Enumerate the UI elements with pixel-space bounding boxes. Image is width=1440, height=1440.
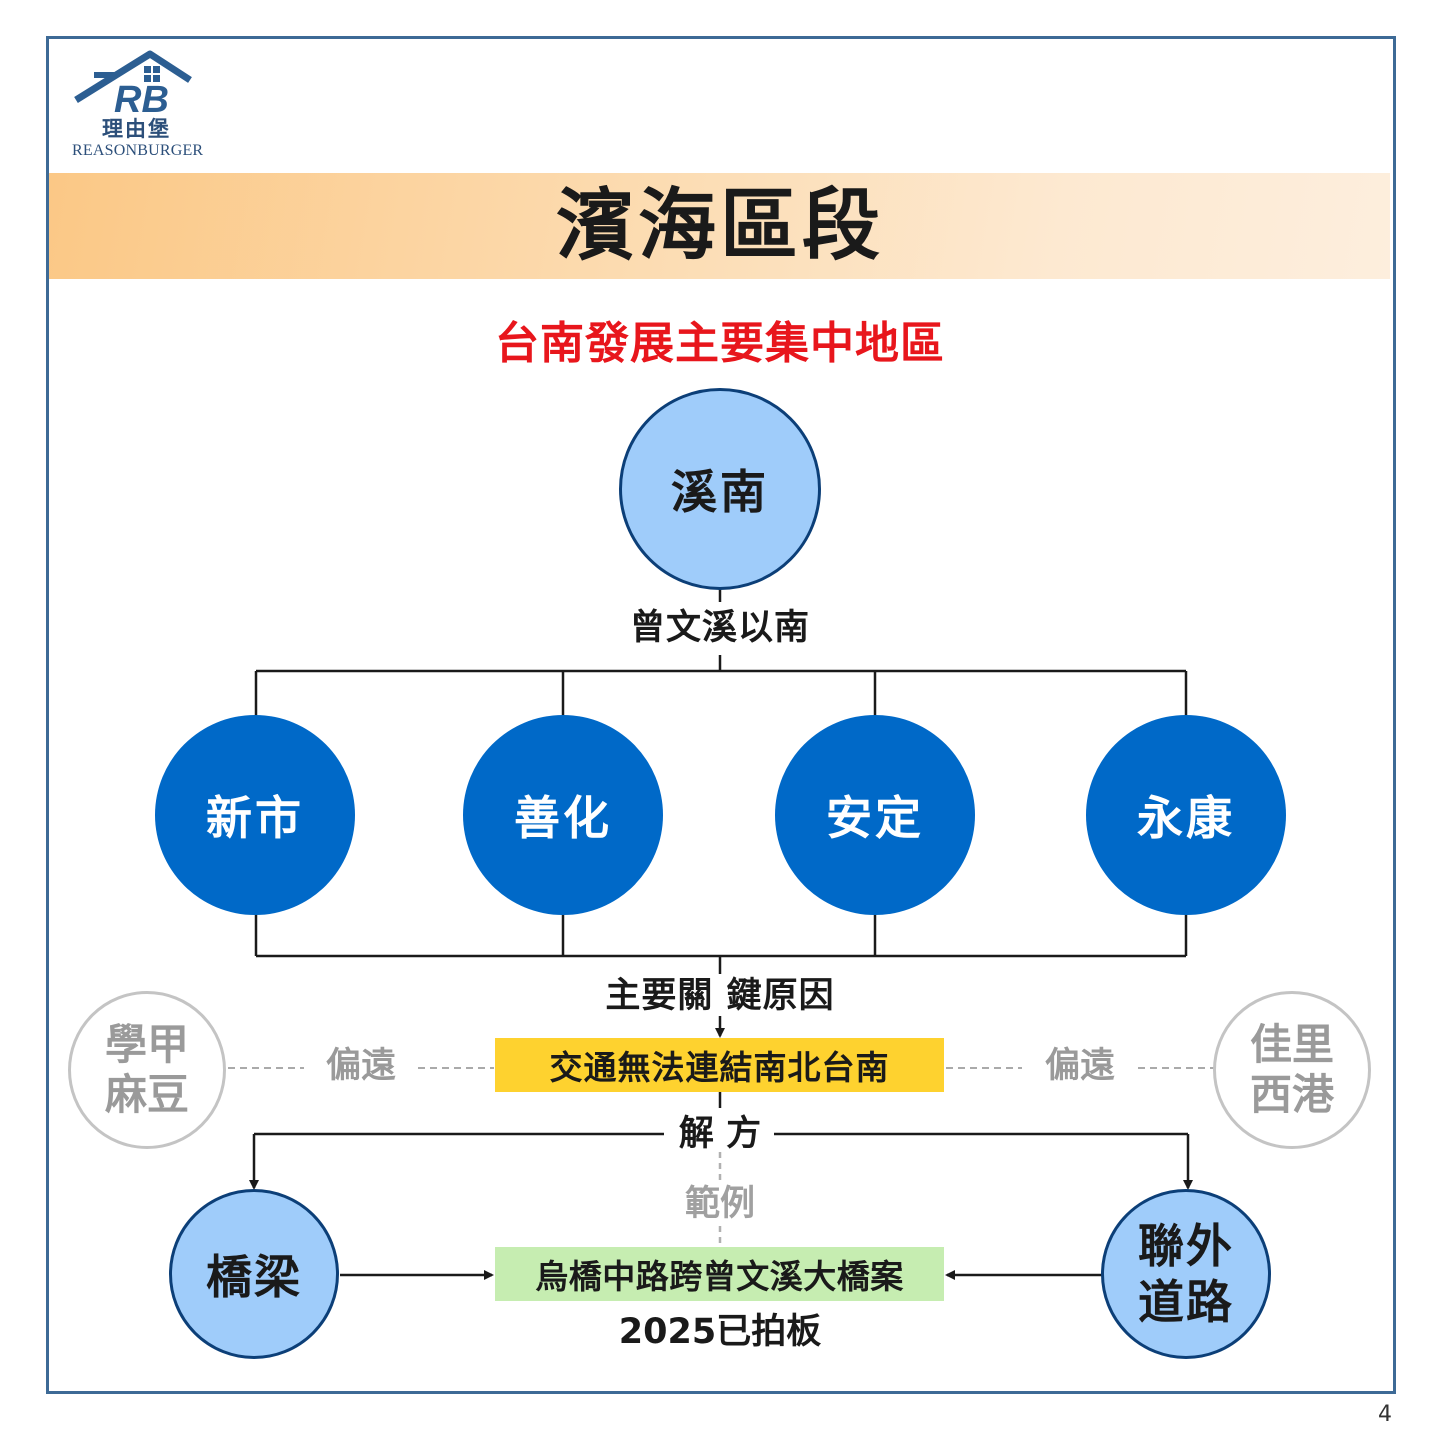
key-reason-label: 主要關 鍵原因 bbox=[605, 976, 835, 1016]
logo-mark: RB bbox=[114, 79, 169, 121]
remote-right-label: 偏遠 bbox=[1044, 1046, 1115, 1086]
node-district-2: 善化 bbox=[463, 715, 663, 915]
node-external-road: 聯外 道路 bbox=[1101, 1189, 1271, 1359]
page-frame bbox=[46, 36, 1396, 1394]
logo-chinese-name: 理由堡 bbox=[102, 116, 171, 141]
road-label-line2: 道路 bbox=[1138, 1275, 1234, 1329]
district-label: 永康 bbox=[1137, 791, 1235, 845]
remote-left-line2: 麻豆 bbox=[104, 1070, 189, 1119]
district-label: 安定 bbox=[826, 791, 924, 845]
problem-box: 交通無法連結南北台南 bbox=[495, 1038, 944, 1092]
remote-left-label: 偏遠 bbox=[325, 1046, 396, 1086]
district-label: 善化 bbox=[514, 791, 612, 845]
project-box: 烏橋中路跨曾文溪大橋案 bbox=[495, 1247, 944, 1301]
node-district-4: 永康 bbox=[1086, 715, 1286, 915]
reasonburger-logo: RB bbox=[74, 50, 192, 121]
page-number: 4 bbox=[1378, 1402, 1392, 1427]
node-bridge: 橋梁 bbox=[169, 1189, 339, 1359]
district-label: 新市 bbox=[206, 791, 304, 845]
edge-label-south-of-river: 曾文溪以南 bbox=[629, 608, 810, 648]
remote-right-line1: 佳里 bbox=[1249, 1020, 1334, 1069]
project-text: 烏橋中路跨曾文溪大橋案 bbox=[535, 1257, 904, 1296]
logo-english-name: REASONBURGER bbox=[72, 142, 204, 159]
subtitle: 台南發展主要集中地區 bbox=[495, 318, 945, 369]
node-remote-left: 學甲 麻豆 bbox=[68, 991, 226, 1149]
solution-label: 解 方 bbox=[678, 1114, 762, 1154]
node-xinan-label: 溪南 bbox=[671, 465, 769, 519]
node-district-1: 新市 bbox=[155, 715, 355, 915]
bridge-label: 橋梁 bbox=[206, 1250, 302, 1304]
example-label: 範例 bbox=[684, 1184, 755, 1224]
node-xinan: 溪南 bbox=[619, 388, 821, 590]
remote-right-line2: 西港 bbox=[1249, 1070, 1334, 1119]
project-status: 2025已拍板 bbox=[618, 1312, 822, 1352]
title-band bbox=[49, 173, 1390, 279]
node-remote-right: 佳里 西港 bbox=[1213, 991, 1371, 1149]
remote-left-line1: 學甲 bbox=[104, 1020, 189, 1069]
road-label-line1: 聯外 bbox=[1138, 1219, 1234, 1273]
node-district-3: 安定 bbox=[775, 715, 975, 915]
page-title: 濱海區段 bbox=[555, 181, 884, 271]
problem-text: 交通無法連結南北台南 bbox=[549, 1048, 890, 1087]
